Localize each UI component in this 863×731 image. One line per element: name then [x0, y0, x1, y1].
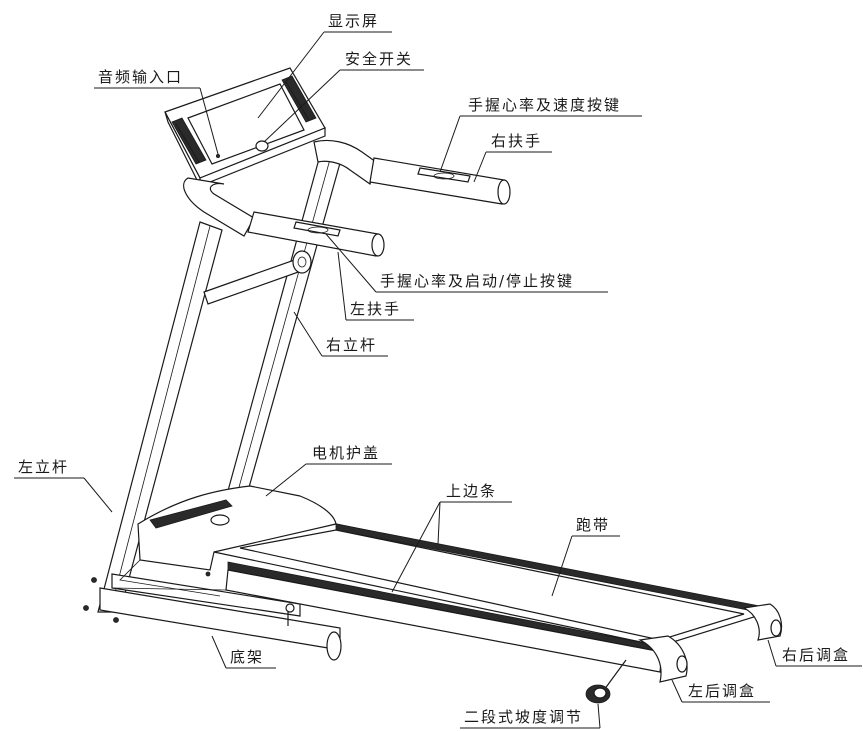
label-left-rear-cap: 左后调盒 [671, 679, 770, 703]
label-pulse-speed-keys: 手握心率及速度按键 [439, 96, 642, 173]
label-right-rear-cap: 右后调盒 [767, 639, 862, 667]
pulse-start-stop-keys-label: 手握心率及启动/停止按键 [380, 272, 574, 290]
incline-adjust-label: 二段式坡度调节 [464, 708, 583, 726]
cross-bar-shape [203, 250, 312, 305]
label-base-frame: 底架 [211, 635, 276, 669]
motor-cover-label: 电机护盖 [312, 444, 380, 462]
label-right-upright: 右立杆 [293, 311, 388, 357]
running-belt-label: 跑带 [576, 516, 610, 534]
left-upright-label: 左立杆 [18, 458, 69, 476]
incline-wheel-shape [585, 659, 627, 704]
side-rail-label: 上边条 [446, 482, 497, 500]
left-handrail-shape [183, 177, 385, 257]
label-pulse-start-stop-keys: 手握心率及启动/停止按键 [325, 233, 608, 293]
label-running-belt: 跑带 [551, 516, 620, 597]
label-display: 显示屏 [257, 12, 392, 119]
label-motor-cover: 电机护盖 [265, 444, 392, 497]
motor-hood-shape [119, 485, 337, 597]
left-rear-cap-label: 左后调盒 [688, 682, 756, 700]
label-side-rail: 上边条 [391, 482, 512, 593]
label-audio-input: 音频输入口 [94, 68, 219, 155]
right-handrail-shape [313, 139, 511, 205]
label-right-handrail: 右扶手 [473, 132, 552, 183]
rear-caps-shape [638, 603, 783, 683]
treadmill-illustration [83, 67, 783, 704]
right-rear-cap-label: 右后调盒 [782, 646, 850, 664]
pulse-speed-keys-label: 手握心率及速度按键 [468, 96, 621, 114]
display-label: 显示屏 [328, 12, 379, 30]
console-shape [164, 67, 326, 187]
base-frame-shape [83, 573, 342, 661]
label-left-upright: 左立杆 [14, 458, 113, 513]
audio-input-label: 音频输入口 [98, 68, 183, 86]
label-incline-adjust: 二段式坡度调节 [460, 703, 601, 729]
deck-shape [111, 523, 771, 673]
safety-switch-label: 安全开关 [345, 50, 413, 68]
left-handrail-label: 左扶手 [350, 300, 401, 318]
right-upright-label: 右立杆 [326, 336, 377, 354]
right-handrail-label: 右扶手 [491, 132, 542, 150]
label-left-handrail: 左扶手 [337, 251, 414, 321]
label-safety-switch: 安全开关 [263, 50, 424, 143]
base-frame-label: 底架 [230, 648, 264, 666]
